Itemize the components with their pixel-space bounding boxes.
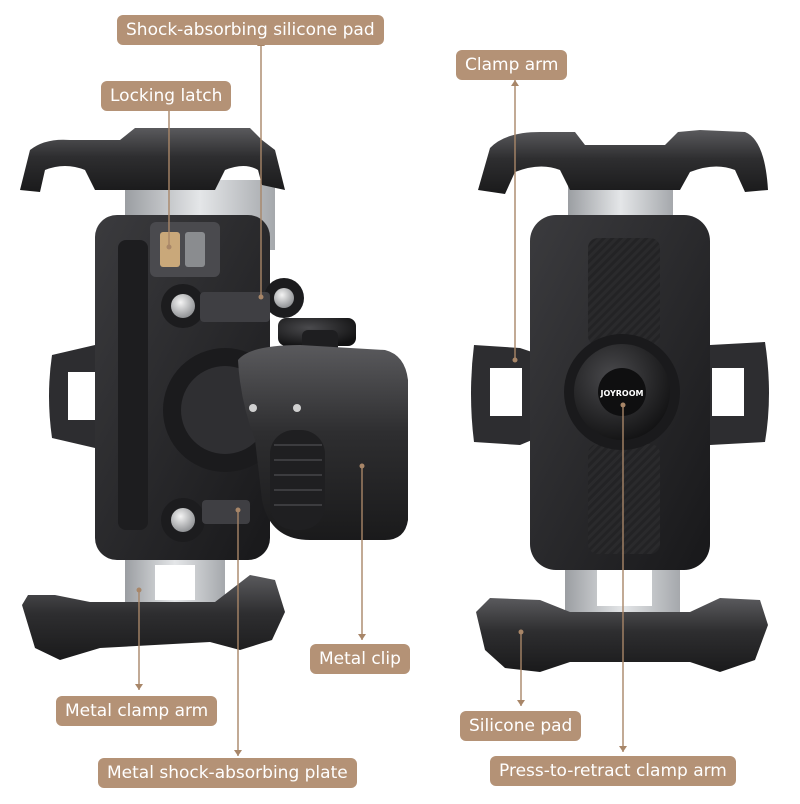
right-bottom-clamp-arm: [476, 598, 768, 672]
callout-metal-shock-absorbing-plate: Metal shock-absorbing plate: [98, 758, 357, 788]
callout-metal-clamp-arm: Metal clamp arm: [56, 696, 218, 726]
callout-clamp-arm: Clamp arm: [456, 50, 568, 80]
right-holder: JOYROOM: [471, 130, 769, 672]
callout-press-to-retract-clamp-arm: Press-to-retract clamp arm: [490, 756, 736, 786]
callout-leader-lines: [135, 40, 627, 756]
callout-silicone-pad: Silicone pad: [460, 711, 582, 741]
callout-metal-clip: Metal clip: [310, 644, 410, 674]
right-top-clamp-arm: [478, 130, 768, 194]
left-holder: [20, 128, 408, 660]
callout-locking-latch: Locking latch: [101, 81, 232, 111]
left-bottom-clamp-arm: [22, 575, 285, 660]
left-top-clamp-arm: [20, 128, 285, 192]
brand-logo: JOYROOM: [599, 389, 643, 398]
callout-shock-absorbing-silicone-pad: Shock-absorbing silicone pad: [117, 15, 384, 45]
